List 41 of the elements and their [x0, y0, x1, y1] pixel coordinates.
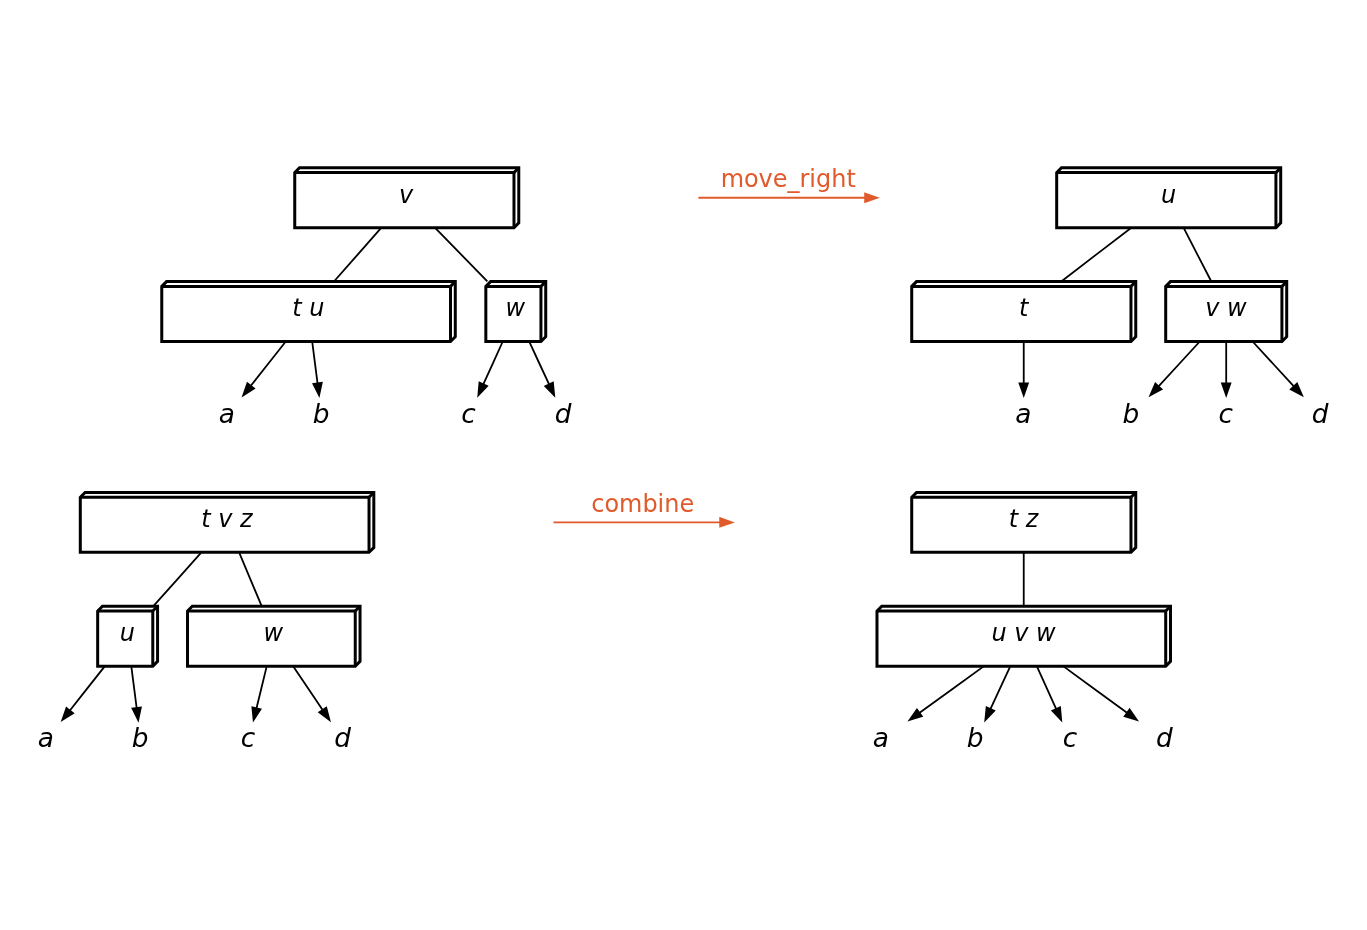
- node-text: b: [131, 722, 149, 753]
- arrow: [251, 665, 268, 723]
- connector: [333, 226, 382, 282]
- connector: [152, 551, 202, 607]
- node-text: d: [554, 397, 572, 428]
- node-text: a: [872, 722, 889, 753]
- arrow: [311, 340, 323, 398]
- arrow: [1220, 340, 1232, 398]
- node-text: c: [1218, 397, 1233, 428]
- arrow: [1062, 665, 1140, 721]
- node-text: c: [240, 722, 256, 753]
- node-text: a: [1015, 397, 1032, 428]
- node-text: a: [218, 397, 235, 428]
- arrow: [907, 665, 985, 721]
- node-text: a: [37, 722, 54, 753]
- connector: [238, 551, 263, 607]
- label: move_right: [720, 164, 856, 193]
- connector: [1060, 226, 1132, 282]
- node-text: c: [461, 397, 476, 428]
- connector: [1022, 551, 1025, 607]
- arrow: [477, 340, 504, 398]
- node-text: d: [1156, 722, 1173, 753]
- connector: [1182, 226, 1213, 282]
- arrow: [528, 340, 556, 398]
- arrow: [1018, 340, 1030, 398]
- arrow: [130, 665, 142, 723]
- arrow: [984, 665, 1012, 722]
- node-text: b: [1122, 397, 1140, 428]
- node-text: d: [334, 722, 352, 753]
- arrow: [60, 665, 106, 722]
- node-text: b: [312, 397, 330, 428]
- arrow: [1252, 340, 1304, 397]
- arrow: [1148, 340, 1201, 397]
- arrow: [241, 340, 287, 397]
- arrow: [292, 665, 331, 722]
- connector: [434, 226, 489, 282]
- node-text: d: [1311, 397, 1329, 428]
- arrow: [1036, 665, 1063, 722]
- node-text: b: [966, 722, 984, 753]
- label: combine: [591, 489, 695, 518]
- node-text: c: [1062, 722, 1078, 753]
